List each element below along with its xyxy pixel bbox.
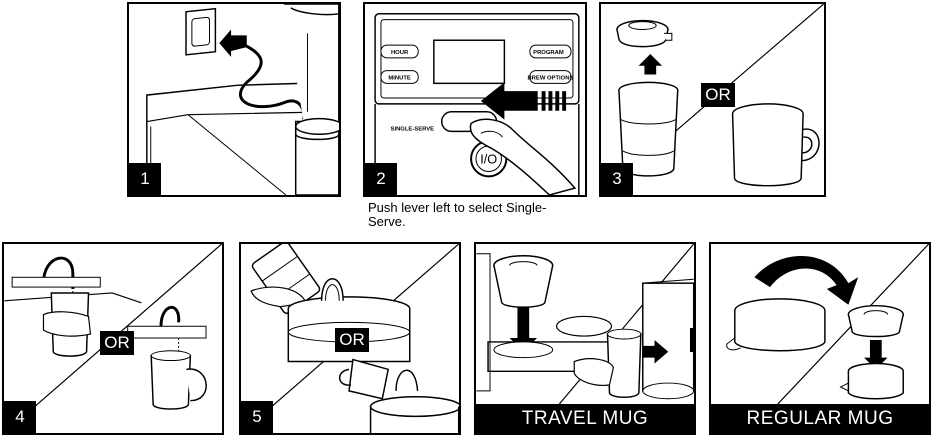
step-3-panel: OR 3 [599,2,826,197]
mug-choice-illustration [601,4,824,195]
step-number: 3 [601,163,633,195]
control-panel-illustration: HOUR MINUTE PROGRAM BREW OPTIONS SINGLE-… [374,13,580,195]
single-serve-label: SINGLE-SERVE [391,126,435,132]
step-5-panel: OR 5 [239,242,461,435]
travel-mug-lid-icon [616,19,673,48]
or-badge: OR [100,331,134,355]
regular-mug-icon [731,103,820,187]
fill-water-illustration [4,244,222,433]
or-badge: OR [701,83,735,107]
push-left-arrow-icon [480,82,567,120]
regular-mug-setup-illustration [726,244,929,433]
step-number: 1 [129,163,161,195]
minute-button-label: MINUTE [388,75,411,81]
power-button-label: I/O [480,152,497,167]
outlet-icon [185,7,217,56]
regular-mug-label: REGULAR MUG [711,404,929,433]
brew-options-button-label: BREW OPTIONS [527,75,573,81]
or-badge: OR [335,328,369,352]
step-2-panel: HOUR MINUTE PROGRAM BREW OPTIONS SINGLE-… [363,2,587,197]
step-6-regular-mug-panel: REGULAR MUG [709,242,931,435]
hour-button-label: HOUR [391,50,409,56]
pour-water-illustration [241,244,459,433]
right-arrow-icon [642,339,669,364]
step-1-panel: 1 [127,2,341,197]
down-arrow-icon [509,306,538,352]
step-number: 5 [241,401,273,433]
travel-mug-setup-illustration [476,244,694,433]
flip-arrow-icon [754,255,859,305]
step-6-travel-mug-panel: OR TRAVEL MUG [474,242,696,435]
or-badge: OR [690,328,694,352]
coffee-maker-icon [283,4,339,195]
step-4-panel: OR 4 [2,242,224,435]
travel-mug-label: TRAVEL MUG [476,404,694,433]
step-number: 4 [4,401,36,433]
step-number: 2 [365,163,397,195]
plug-in-illustration [146,4,339,195]
program-button-label: PROGRAM [533,50,564,56]
travel-mug-icon [618,81,679,177]
step-2-caption: Push lever left to select Single-Serve. [368,200,547,229]
up-arrow-icon [638,53,663,75]
